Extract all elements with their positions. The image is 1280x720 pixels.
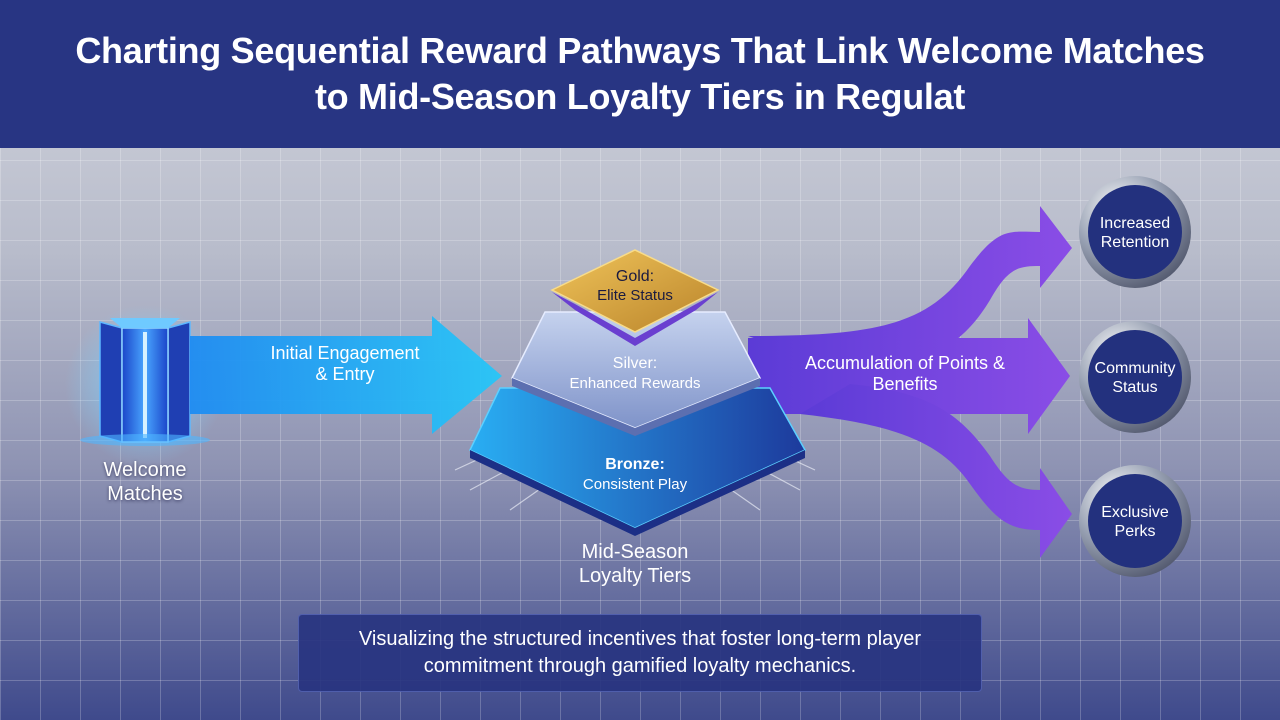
header-banner: Charting Sequential Reward Pathways That…: [0, 0, 1280, 148]
caption-box: Visualizing the structured incentives th…: [298, 614, 982, 692]
outcome-community-label: Community Status: [1094, 360, 1176, 396]
tier-silver-description: Enhanced Rewards: [569, 375, 701, 392]
outcome-retention-label: Increased Retention: [1099, 215, 1171, 251]
entry-arrow-label: Initial Engagement & Entry: [270, 343, 420, 384]
caption-text: Visualizing the structured incentives th…: [358, 628, 922, 677]
tier-bronze-description: Consistent Play: [582, 476, 688, 493]
tier-gold-description: Elite Status: [597, 287, 673, 304]
output-arrows: [748, 206, 1072, 558]
outcome-circle-perks: [1079, 465, 1191, 577]
outcome-circle-community: [1079, 321, 1191, 433]
output-arrow-label: Accumulation of Points & Benefits: [804, 353, 1006, 394]
outcome-perks-label: Exclusive Perks: [1101, 504, 1169, 540]
door-icon: [65, 305, 225, 465]
entry-arrow: [190, 316, 502, 434]
tier-silver-name: Silver:: [612, 355, 658, 372]
tier-silver-shape: [510, 311, 762, 436]
tier-gold-name: Gold:: [615, 268, 655, 285]
start-label: Welcome Matches: [103, 459, 187, 505]
tier-gold-shape: [550, 249, 720, 346]
tiers-label: Mid-Season Loyalty Tiers: [578, 541, 692, 587]
tier-bronze-name: Bronze:: [605, 456, 665, 473]
page-title: Charting Sequential Reward Pathways That…: [75, 30, 1205, 117]
outcome-circle-retention: [1079, 176, 1191, 288]
